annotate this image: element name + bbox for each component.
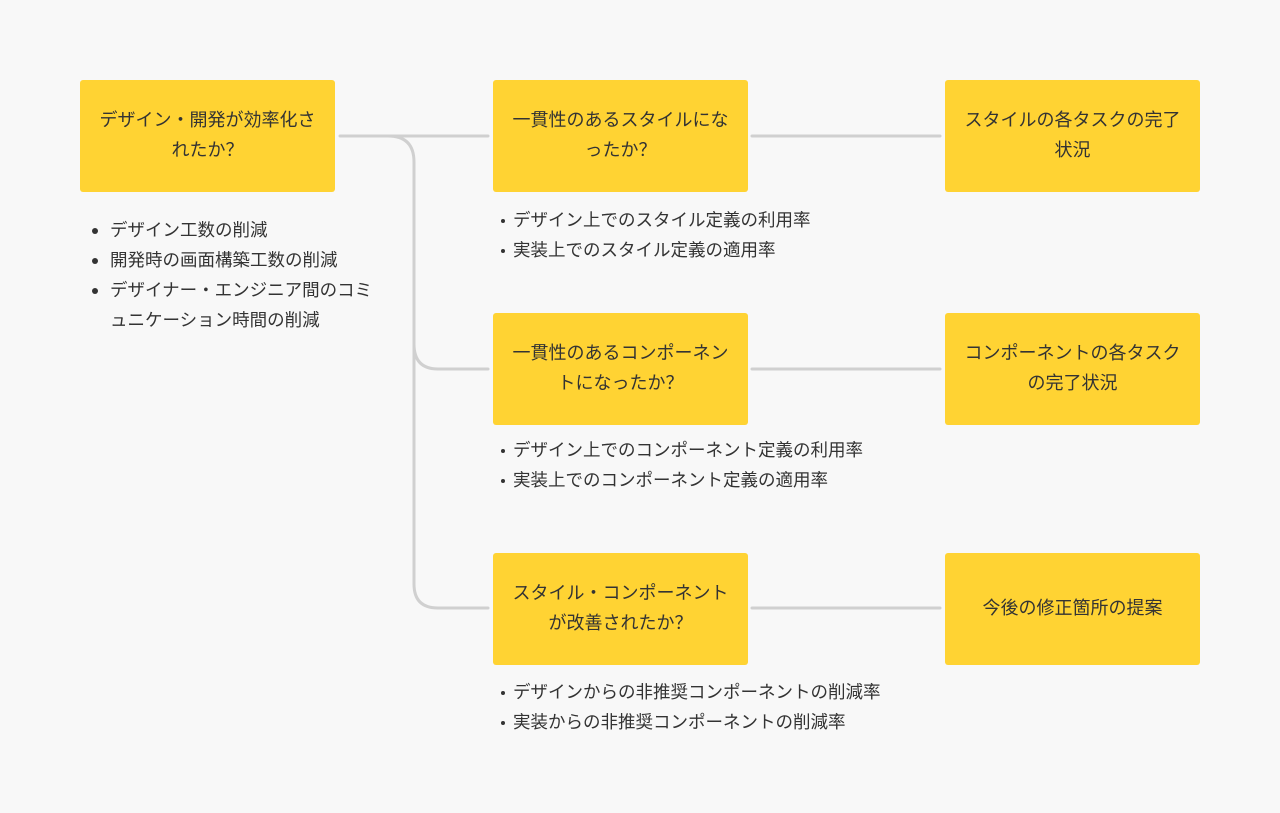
outcome-label: コンポーネントの各タスクの完了状況 <box>964 343 1181 394</box>
connector-root-to-q2 <box>412 342 490 371</box>
connector-branch-trunk <box>386 134 490 610</box>
question-metric-item: 実装上でのスタイル定義の適用率 <box>497 236 811 266</box>
question-metrics-list: デザイン上でのスタイル定義の利用率 実装上でのスタイル定義の適用率 <box>497 206 811 266</box>
outcome-node-component: コンポーネントの各タスクの完了状況 <box>945 313 1200 425</box>
question-metric-item: 実装からの非推奨コンポーネントの削減率 <box>497 708 881 738</box>
root-metric-item: 開発時の画面構築工数の削減 <box>80 246 380 276</box>
outcome-node-improvement: 今後の修正箇所の提案 <box>945 553 1200 665</box>
root-goal-label: デザイン・開発が効率化されたか？ <box>99 110 316 161</box>
question-metrics-list: デザイン上でのコンポーネント定義の利用率 実装上でのコンポーネント定義の適用率 <box>497 436 863 496</box>
question-metric-item: デザイン上でのコンポーネント定義の利用率 <box>497 436 863 466</box>
question-node-improvement: スタイル・コンポーネントが改善されたか？ <box>493 553 748 665</box>
question-metric-item: 実装上でのコンポーネント定義の適用率 <box>497 466 863 496</box>
outcome-label: スタイルの各タスクの完了状況 <box>964 110 1181 161</box>
question-metric-item: デザイン上でのスタイル定義の利用率 <box>497 206 811 236</box>
outcome-node-style: スタイルの各タスクの完了状況 <box>945 80 1200 192</box>
question-metric-item: デザインからの非推奨コンポーネントの削減率 <box>497 678 881 708</box>
question-node-component: 一貫性のあるコンポーネントになったか？ <box>493 313 748 425</box>
question-node-style: 一貫性のあるスタイルになったか？ <box>493 80 748 192</box>
question-metrics-list: デザインからの非推奨コンポーネントの削減率 実装からの非推奨コンポーネントの削減… <box>497 678 881 738</box>
root-goal-node: デザイン・開発が効率化されたか？ <box>80 80 335 192</box>
question-label: スタイル・コンポーネントが改善されたか？ <box>512 583 729 634</box>
question-label: 一貫性のあるスタイルになったか？ <box>512 110 729 161</box>
root-metric-item: デザイナー・エンジニア間のコミュニケーション時間の削減 <box>80 276 380 336</box>
outcome-label: 今後の修正箇所の提案 <box>982 598 1163 619</box>
root-metrics-list: デザイン工数の削減 開発時の画面構築工数の削減 デザイナー・エンジニア間のコミュ… <box>80 216 380 336</box>
root-metric-item: デザイン工数の削減 <box>80 216 380 246</box>
question-label: 一貫性のあるコンポーネントになったか？ <box>512 343 729 394</box>
